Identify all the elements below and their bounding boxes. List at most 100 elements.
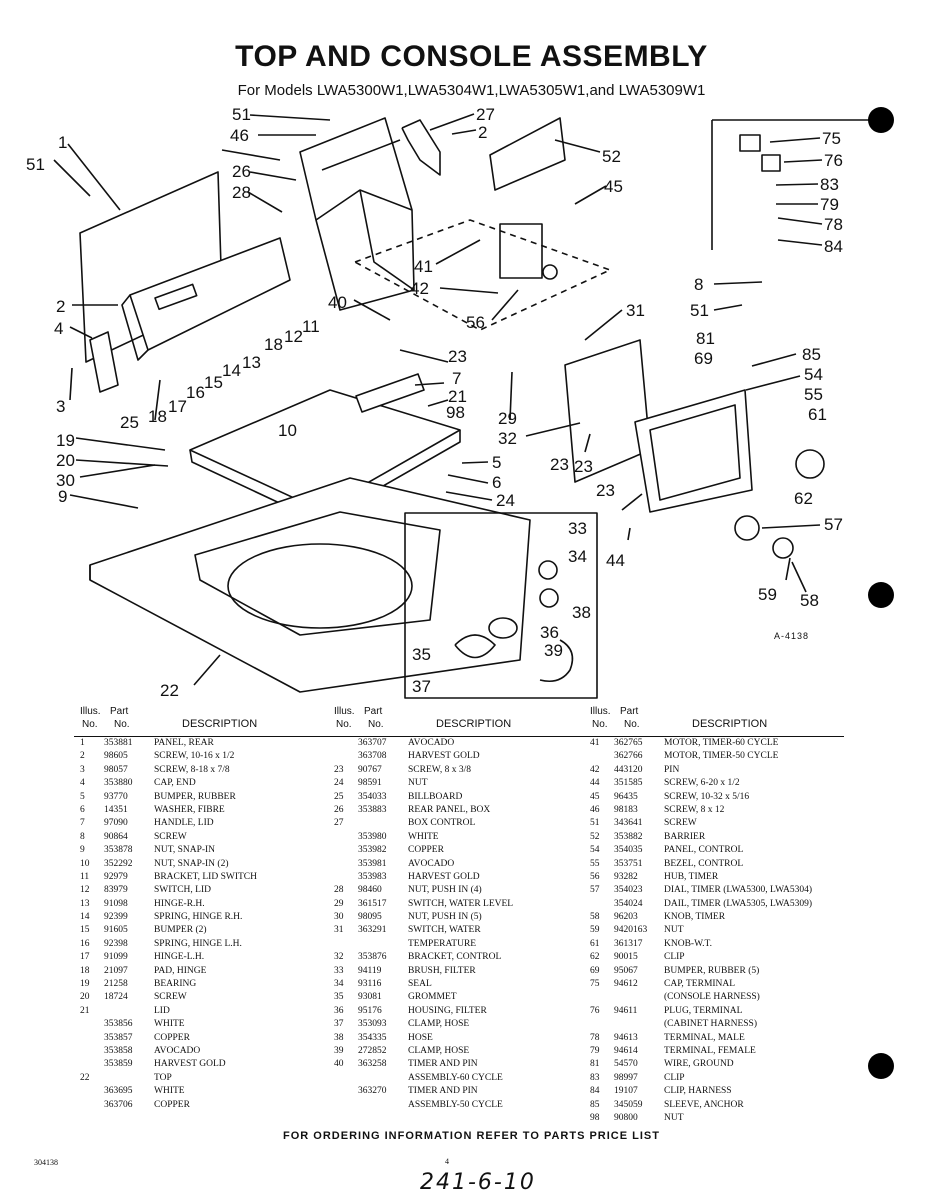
callout: 25: [120, 413, 139, 432]
illus-number: 30: [334, 912, 344, 923]
part-description: PIN: [664, 764, 680, 775]
callout: 33: [568, 519, 587, 538]
part-description: ASSEMBLY-50 CYCLE: [408, 1099, 503, 1110]
part-number: 363708: [358, 751, 387, 762]
part-description: DAIL, TIMER (LWA5305, LWA5309): [664, 898, 813, 909]
illus-number: 55: [590, 858, 600, 869]
part-description: CLIP: [664, 1072, 685, 1083]
part-number: 94614: [614, 1045, 638, 1056]
part-description: SEAL: [408, 979, 432, 990]
part-number: 353982: [358, 845, 387, 856]
illus-number: 36: [334, 1005, 344, 1016]
binder-hole: [868, 107, 894, 133]
illus-number: 26: [334, 804, 344, 815]
part-description: SLEEVE, ANCHOR: [664, 1099, 744, 1110]
callout: 85: [802, 345, 821, 364]
header-label: Illus.: [334, 706, 355, 717]
header-label: DESCRIPTION: [182, 718, 258, 730]
illus-number: 52: [590, 831, 600, 842]
part-description: WASHER, FIBRE: [154, 804, 225, 815]
table-row: ASSEMBLY-60 CYCLE: [328, 1072, 588, 1085]
part-number: 94613: [614, 1032, 638, 1043]
part-description: WIRE, GROUND: [664, 1059, 734, 1070]
part-description: (CONSOLE HARNESS): [664, 992, 760, 1003]
illus-number: 41: [590, 738, 600, 748]
illus-number: 16: [80, 938, 90, 949]
part-description: TOP: [154, 1072, 172, 1083]
part-description: BRUSH, FILTER: [408, 965, 476, 976]
part-description: PAD, HINGE: [154, 965, 207, 976]
part-number: 91098: [104, 898, 128, 909]
part-number: 18724: [104, 992, 128, 1003]
callout: 36: [540, 623, 559, 642]
part-description: BRACKET, LID SWITCH: [154, 871, 257, 882]
illus-number: 27: [334, 818, 344, 829]
part-description: HOUSING, FILTER: [408, 1005, 487, 1016]
callout: 15: [204, 373, 223, 392]
part-description: CLAMP, HOSE: [408, 1019, 470, 1030]
illus-number: 23: [334, 764, 344, 775]
part-description: AVOCADO: [408, 738, 455, 748]
callout: 23: [448, 347, 467, 366]
table-row: (CABINET HARNESS): [584, 1018, 844, 1031]
part-description: BUMPER, RUBBER: [154, 791, 236, 802]
part-number: 353882: [614, 831, 643, 842]
illus-number: 35: [334, 992, 344, 1003]
part-description: HARVEST GOLD: [408, 871, 480, 882]
callout: 75: [822, 129, 841, 148]
illus-number: 46: [590, 804, 600, 815]
part-description: WHITE: [154, 1019, 185, 1030]
part-number: 354024: [614, 898, 643, 909]
table-row: 36 95176 HOUSING, FILTER: [328, 1005, 588, 1018]
callout: 51: [26, 155, 45, 174]
illus-number: 79: [590, 1045, 600, 1056]
part-description: COPPER: [154, 1032, 190, 1043]
part-description: HARVEST GOLD: [154, 1059, 226, 1070]
part-number: 353980: [358, 831, 387, 842]
callout: 46: [230, 126, 249, 145]
callout: 76: [824, 151, 843, 170]
callout: 24: [496, 491, 515, 510]
callout: 55: [804, 385, 823, 404]
callout: 5: [492, 453, 501, 472]
part-number: 353857: [104, 1032, 133, 1043]
part-description: NUT: [664, 1112, 684, 1123]
part-description: AVOCADO: [408, 858, 455, 869]
illus-number: 10: [80, 858, 90, 869]
part-number: 343641: [614, 818, 643, 829]
part-description: TIMER AND PIN: [408, 1059, 478, 1070]
part-number: 95176: [358, 1005, 382, 1016]
part-number: 54570: [614, 1059, 638, 1070]
binder-hole: [868, 582, 894, 608]
callout: 79: [820, 195, 839, 214]
callout: 1: [58, 133, 67, 152]
callout-labels: 51 46 27 2 1 51 26 28 52 45 75 76 83 79 …: [26, 105, 843, 700]
callout: 51: [232, 105, 251, 124]
callout: 16: [186, 383, 205, 402]
binder-hole: [868, 1053, 894, 1079]
illus-number: 7: [80, 818, 85, 829]
callout: 22: [160, 681, 179, 700]
callout: 10: [278, 421, 297, 440]
part-description: TIMER AND PIN: [408, 1086, 478, 1097]
callout: 98: [446, 403, 465, 422]
illus-number: 76: [590, 1005, 600, 1016]
illus-number: 83: [590, 1072, 600, 1083]
part-description: SPRING, HINGE L.H.: [154, 938, 242, 949]
part-description: SCREW, 8-18 x 7/8: [154, 764, 230, 775]
